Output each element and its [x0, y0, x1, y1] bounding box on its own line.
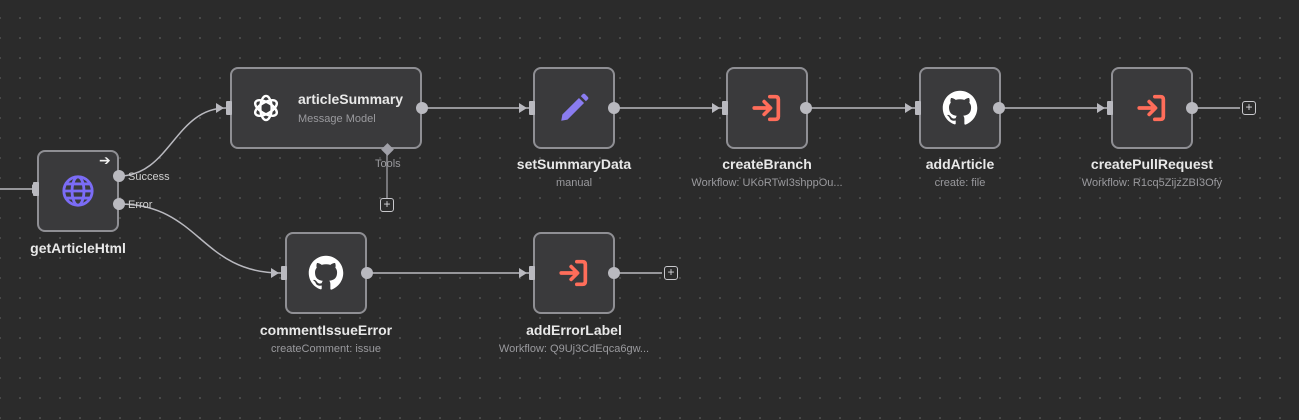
output-handle[interactable] — [361, 267, 373, 279]
node-label: addArticle — [925, 156, 995, 172]
output-handle[interactable] — [800, 102, 812, 114]
node-label: getArticleHtml — [30, 240, 126, 256]
input-handle[interactable] — [33, 182, 39, 196]
node-commentIssueError[interactable] — [285, 232, 367, 314]
output-handle[interactable] — [416, 102, 428, 114]
node-label: createBranch — [722, 156, 812, 172]
execute-workflow-icon — [747, 88, 787, 128]
input-handle[interactable] — [529, 266, 535, 280]
output-label-error: Error — [128, 199, 153, 211]
node-subtitle: Workflow: Q9Uj3CdEqca6gw... — [498, 343, 650, 355]
github-icon — [306, 253, 346, 293]
pencil-icon — [554, 88, 594, 128]
node-subtitle: create: file — [934, 177, 986, 189]
node-createPullRequest[interactable] — [1111, 67, 1193, 149]
connection-success-to-articleSummary — [118, 107, 227, 177]
add-tool-button[interactable]: + — [380, 198, 394, 212]
add-node-button[interactable]: + — [1242, 101, 1256, 115]
node-subtitle: createComment: issue — [270, 343, 382, 355]
node-label: addErrorLabel — [526, 322, 622, 338]
node-setSummaryData[interactable] — [533, 67, 615, 149]
node-label: commentIssueError — [259, 322, 393, 338]
node-title: articleSummary — [298, 91, 404, 107]
node-addArticle[interactable] — [919, 67, 1001, 149]
execute-workflow-icon — [554, 253, 594, 293]
output-handle[interactable] — [993, 102, 1005, 114]
output-handle[interactable] — [608, 267, 620, 279]
node-label: createPullRequest — [1090, 156, 1214, 172]
output-handle[interactable] — [608, 102, 620, 114]
node-subtitle: Message Model — [298, 113, 376, 125]
input-handle[interactable] — [281, 266, 287, 280]
add-node-button[interactable]: + — [664, 266, 678, 280]
globe-icon — [58, 171, 98, 211]
node-getArticleHtml[interactable] — [37, 150, 119, 232]
trigger-arrow-icon: ➔ — [99, 152, 111, 168]
node-label: setSummaryData — [516, 156, 632, 172]
tools-label: Tools — [375, 158, 401, 170]
node-subtitle: Workflow: UKoRTwI3shppOu... — [691, 177, 843, 189]
output-handle-success[interactable] — [113, 170, 125, 182]
input-handle[interactable] — [722, 101, 728, 115]
connection-error-to-commentIssueError — [118, 203, 282, 274]
github-icon — [940, 88, 980, 128]
execute-workflow-icon — [1132, 88, 1172, 128]
output-handle-error[interactable] — [113, 198, 125, 210]
node-subtitle: manual — [555, 177, 593, 189]
node-addErrorLabel[interactable] — [533, 232, 615, 314]
input-handle[interactable] — [226, 101, 232, 115]
input-handle[interactable] — [529, 101, 535, 115]
node-subtitle: Workflow: R1cq5ZijzZBI3Ofy — [1081, 177, 1223, 189]
input-handle[interactable] — [915, 101, 921, 115]
output-handle[interactable] — [1186, 102, 1198, 114]
openai-icon — [246, 88, 286, 128]
node-createBranch[interactable] — [726, 67, 808, 149]
node-articleSummary[interactable]: articleSummary Message Model — [230, 67, 422, 149]
input-handle[interactable] — [1107, 101, 1113, 115]
output-label-success: Success — [128, 171, 170, 183]
